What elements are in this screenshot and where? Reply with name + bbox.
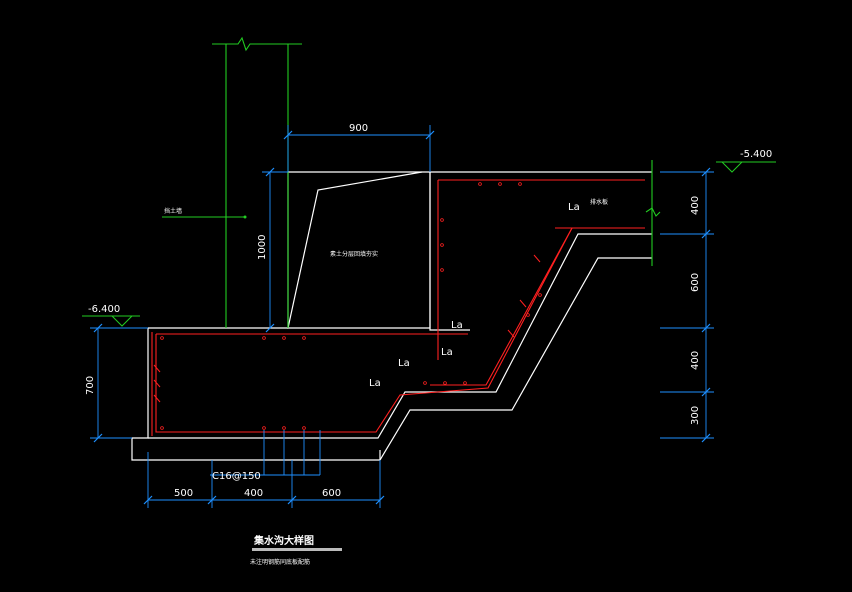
retaining-wall: [162, 36, 661, 328]
dim-left-height: 700: [85, 376, 96, 395]
rebar-ticks: [153, 254, 541, 403]
rebar-note: C16@150: [212, 471, 261, 482]
elevation-right-label: -5.400: [740, 149, 772, 160]
wall-leader-dot: [243, 215, 247, 219]
dim-bottom-2: 400: [244, 488, 263, 499]
rebar: [151, 179, 645, 436]
dim-right-2: 600: [690, 273, 701, 292]
dim-bottom-3: 600: [322, 488, 341, 499]
elevation-left-label: -6.400: [88, 304, 120, 315]
drawing-title: 集水沟大样图: [253, 534, 314, 547]
dim-bottom-1: 500: [174, 488, 193, 499]
anchor-label-5: La: [369, 378, 381, 389]
anchor-label-3: La: [441, 347, 453, 358]
dimension-lines: [90, 125, 714, 508]
anchor-label-1: La: [568, 202, 580, 213]
dimension-ticks: [93, 130, 711, 505]
dim-right-1: 400: [690, 196, 701, 215]
anchor-label-2: La: [451, 320, 463, 331]
title-underline: [252, 548, 342, 551]
dim-right-3: 400: [690, 351, 701, 370]
dim-wall-height: 1000: [257, 235, 268, 260]
fill-label: 素土分层回填夯实: [330, 250, 378, 258]
dim-right-4: 300: [690, 406, 701, 425]
drawing-subtitle: 未注明钢筋同底板配筋: [250, 558, 310, 566]
elevation-marker-right: -5.400: [716, 149, 776, 173]
rebar-dots: [160, 182, 542, 430]
dim-top-width: 900: [349, 123, 368, 134]
anchor-label-4: La: [398, 358, 410, 369]
elevation-marker-left: -6.400: [82, 304, 140, 327]
drain-board-label: 排水板: [590, 198, 608, 206]
concrete-outline: [131, 171, 652, 461]
wall-label: 挡土墙: [164, 207, 182, 215]
